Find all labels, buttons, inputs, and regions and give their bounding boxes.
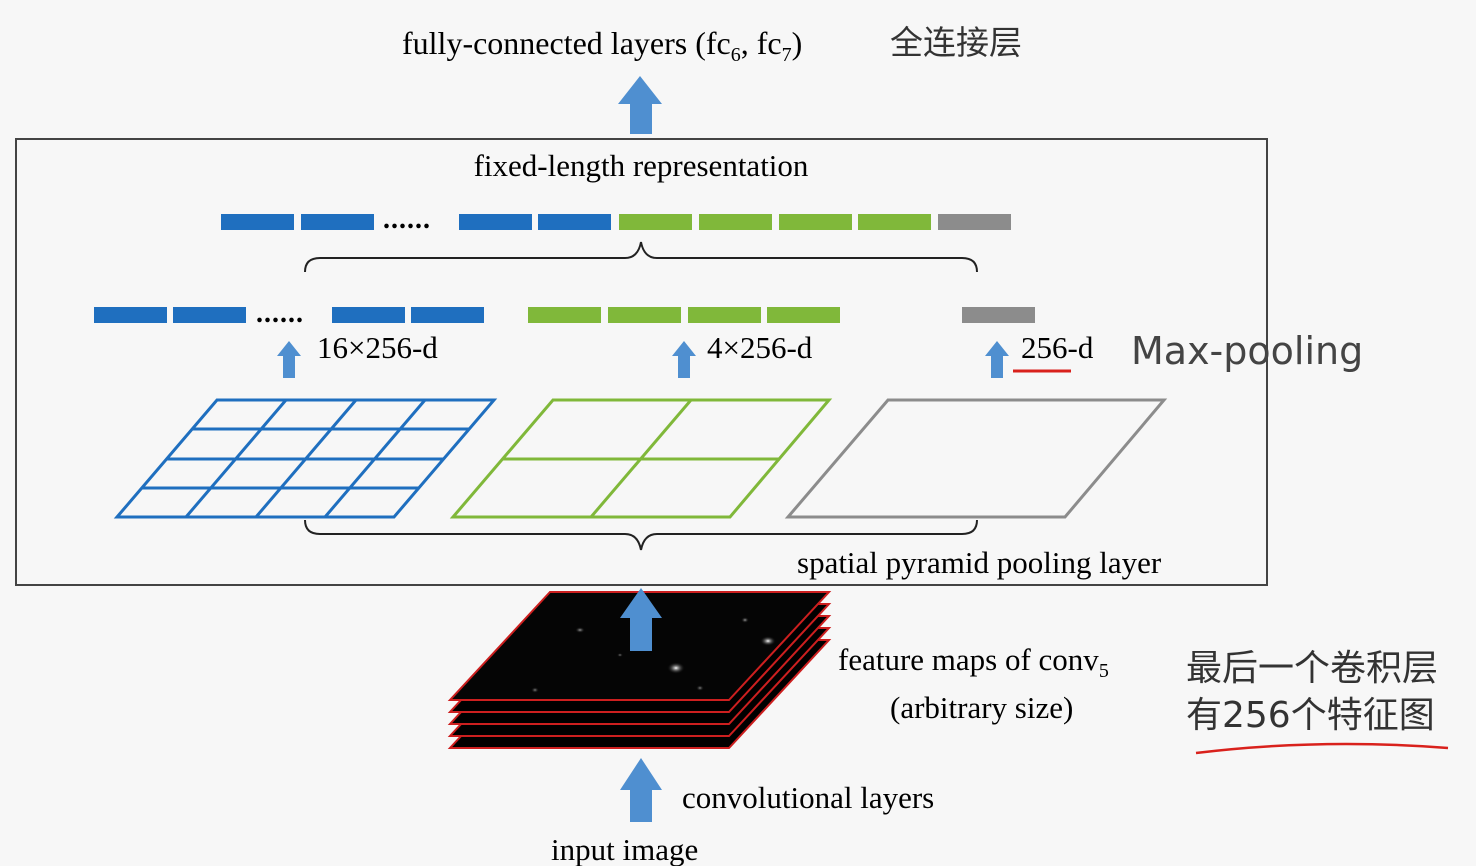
- arrow-from-input: [620, 758, 662, 822]
- grid-4x4: [113, 398, 498, 519]
- concat-bar-green: [779, 214, 852, 230]
- grid-2x2: [449, 398, 833, 519]
- pool-label-4: 4×256-d: [707, 330, 813, 365]
- concat-bar-blue: [538, 214, 611, 230]
- pooled-vector-1: [962, 307, 1035, 323]
- arbitrary-size-label: (arbitrary size): [890, 690, 1073, 725]
- pooled-vector-4: [528, 307, 840, 323]
- feature-maps-stack: [447, 591, 832, 749]
- concat-bar-green: [858, 214, 931, 230]
- conv-layers-label: convolutional layers: [682, 780, 934, 815]
- red-underline-note: [1195, 742, 1449, 755]
- max-pooling-note: Max-pooling: [1131, 329, 1363, 373]
- grid-1x1: [784, 398, 1168, 519]
- pooled-vector-16: [94, 307, 484, 323]
- title: fully-connected layers (fc6, fc7): [402, 25, 802, 66]
- concat-bar-blue: [459, 214, 532, 230]
- arrow-to-fc: [618, 76, 662, 134]
- spp-layer-label: spatial pyramid pooling layer: [797, 545, 1162, 580]
- concat-bar-green: [619, 214, 692, 230]
- concat-ellipsis: ......: [383, 204, 431, 235]
- arrow-up-icon: [672, 341, 696, 378]
- pooled-ellipsis: ......: [256, 298, 304, 329]
- fixed-length-vector: [221, 214, 1011, 230]
- feature-note-2: 有256个特征图: [1186, 695, 1435, 736]
- fixed-length-label: fixed-length representation: [474, 148, 809, 183]
- concat-bar-gray: [938, 214, 1011, 230]
- pool-label-16: 16×256-d: [317, 330, 438, 365]
- pool-label-1: 256-d: [1021, 330, 1094, 365]
- concat-bar-blue: [221, 214, 294, 230]
- input-image-label: input image: [551, 832, 698, 866]
- spp-box: [15, 138, 1268, 586]
- arrow-up-icon: [277, 341, 301, 378]
- concat-bar-blue: [301, 214, 374, 230]
- feature-note-1: 最后一个卷积层: [1186, 648, 1438, 689]
- concat-bar-green: [699, 214, 772, 230]
- arrow-to-spp: [620, 588, 662, 651]
- feature-maps-label: feature maps of conv5: [838, 642, 1109, 682]
- bottom-brace: [304, 519, 978, 551]
- top-brace: [304, 241, 978, 273]
- arrow-up-icon: [985, 341, 1009, 378]
- title-note: 全连接层: [890, 23, 1022, 62]
